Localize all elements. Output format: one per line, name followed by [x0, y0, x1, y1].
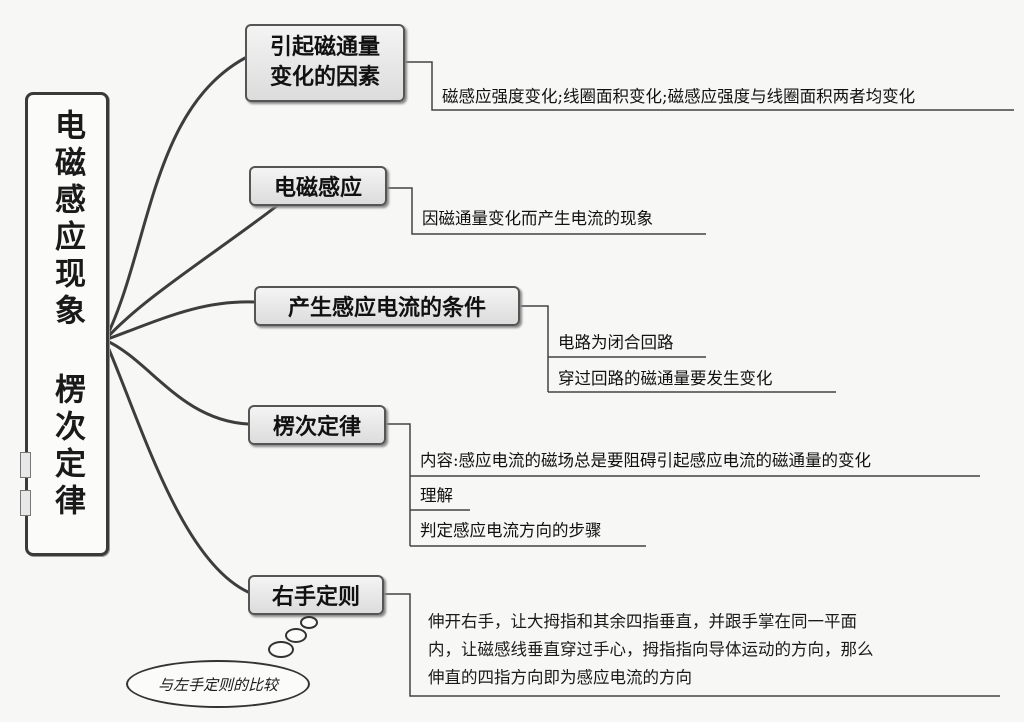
right-hand-line-1: 伸开右手，让大拇指和其余四指垂直，并跟手掌在同一平面: [428, 612, 857, 631]
branch-to-conditions: [103, 300, 257, 342]
right-hand-line-3: 伸直的四指方向即为感应电流的方向: [428, 668, 692, 687]
branch-to-flux-factors: [103, 56, 247, 342]
thought-bubble-dot: [268, 641, 294, 658]
leaf-lenz-understanding: 理解: [420, 486, 453, 505]
branch-to-lenz: [103, 338, 250, 426]
node-em-induction: 电磁感应: [249, 166, 387, 206]
thought-bubble-dot: [300, 616, 318, 629]
branch-to-em-induction: [103, 203, 280, 342]
node-lenz-law: 楞次定律: [248, 405, 386, 445]
node-right-hand-rule: 右手定则: [248, 575, 384, 615]
leaf-flux-factors: 磁感应强度变化;线圈面积变化;磁感应强度与线圈面积两者均变化: [442, 87, 916, 106]
leaf-condition-1: 电路为闭合回路: [558, 333, 674, 352]
branch-to-right-hand: [103, 338, 250, 594]
node-flux-factors-line2: 变化的因素: [269, 65, 380, 90]
central-topic-title: 电磁感应现象 楞次定律: [49, 109, 85, 521]
binder-tab: [20, 490, 31, 516]
leaf-lenz-content: 内容:感应电流的磁场总是要阻碍引起感应电流的磁通量的变化: [420, 451, 872, 470]
leaf-right-hand-rule: 伸开右手，让大拇指和其余四指垂直，并跟手掌在同一平面 内，让磁感线垂直穿过手心，…: [428, 608, 988, 692]
bracket-right-hand: [383, 593, 1000, 697]
node-conditions: 产生感应电流的条件: [254, 286, 520, 326]
right-hand-line-2: 内，让磁感线垂直穿过手心，拇指指向导体运动的方向，那么: [428, 640, 874, 659]
leaf-em-induction: 因磁通量变化而产生电流的现象: [422, 209, 653, 228]
bracket-lenz: [384, 423, 411, 546]
node-flux-factors-line1: 引起磁通量: [269, 35, 380, 60]
thought-bubble-dot: [285, 628, 307, 643]
leaf-condition-2: 穿过回路的磁通量要发生变化: [558, 369, 773, 388]
comparison-bubble: 与左手定则的比较: [126, 660, 310, 708]
bracket-flux-factors: [404, 61, 1014, 111]
bracket-conditions: [519, 305, 549, 392]
central-topic-box: 电磁感应现象 楞次定律: [25, 92, 109, 556]
binder-tab: [20, 452, 31, 478]
node-flux-factors: 引起磁通量 变化的因素: [245, 24, 405, 102]
bracket-em-induction: [386, 187, 706, 235]
leaf-lenz-steps: 判定感应电流方向的步骤: [420, 521, 602, 540]
